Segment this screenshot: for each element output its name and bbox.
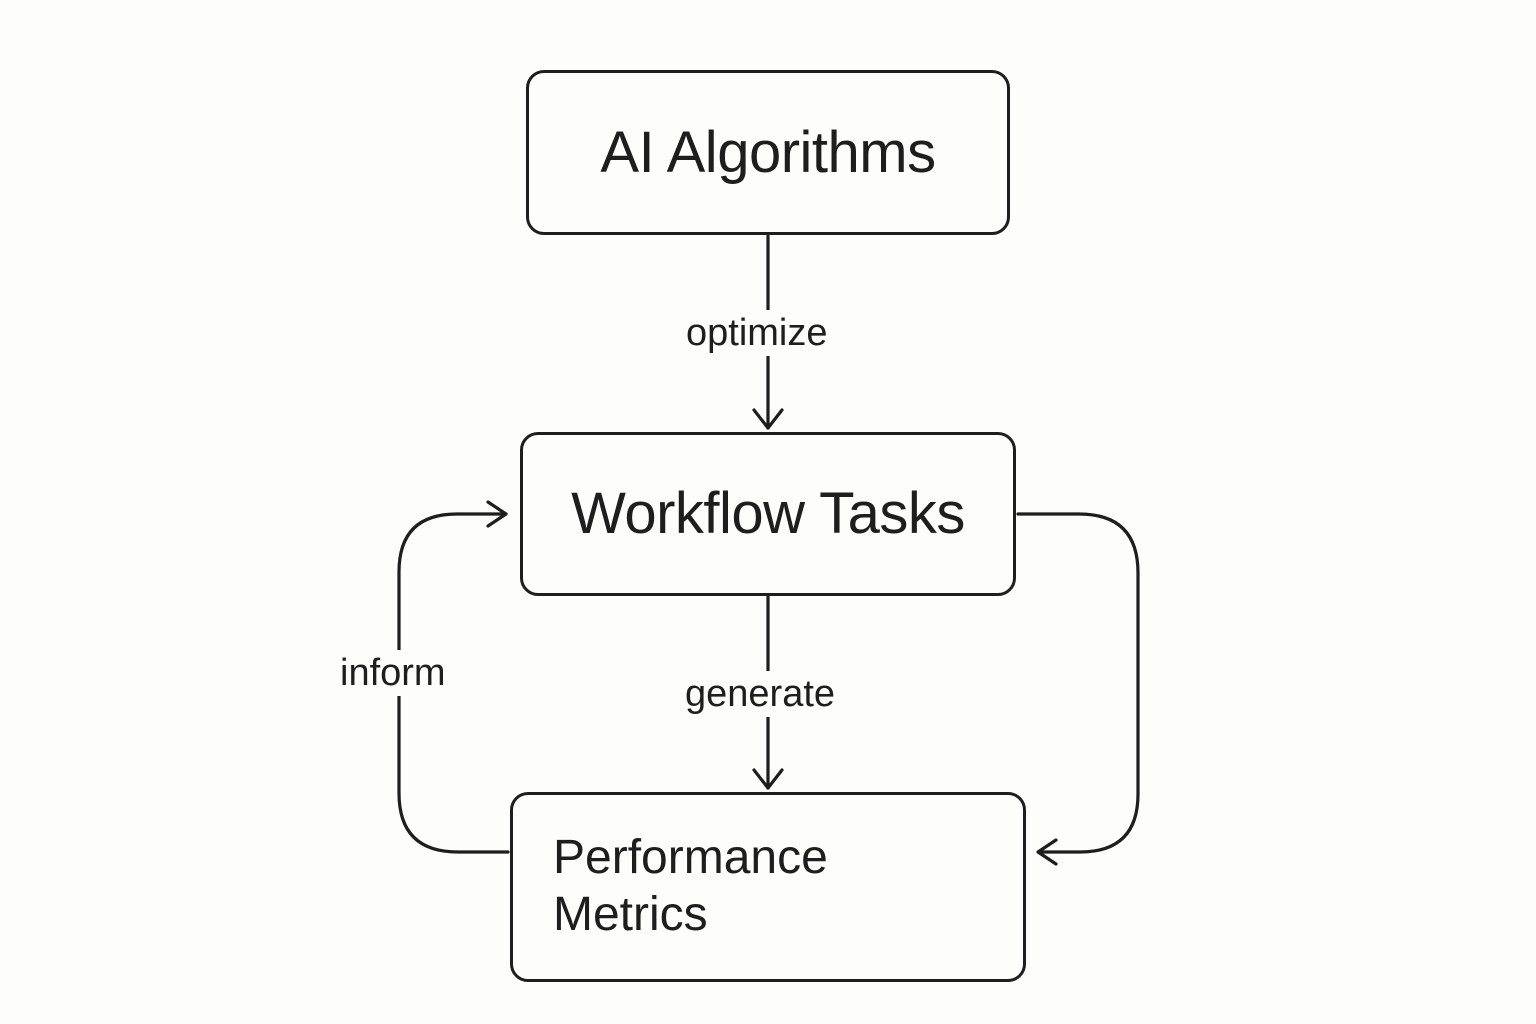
node-performance-metrics: Performance Metrics [510,792,1026,982]
node-workflow-tasks-label: Workflow Tasks [571,481,965,546]
node-ai-algorithms-label: AI Algorithms [600,119,936,185]
edge-label-inform: inform [334,650,452,696]
node-workflow-tasks: Workflow Tasks [520,432,1016,596]
edge-feedback [1016,512,1140,854]
arrowhead-optimize [752,408,784,430]
node-performance-metrics-label: Performance Metrics [553,830,828,943]
edge-label-generate: generate [679,671,842,717]
node-performance-metrics-line1: Performance [553,831,828,885]
node-performance-metrics-line2: Metrics [553,888,708,941]
edge-label-optimize: optimize [680,310,834,356]
arrowhead-inform [486,500,508,528]
arrowhead-feedback [1036,838,1058,866]
node-ai-algorithms: AI Algorithms [526,70,1010,235]
arrowhead-generate [752,768,784,790]
